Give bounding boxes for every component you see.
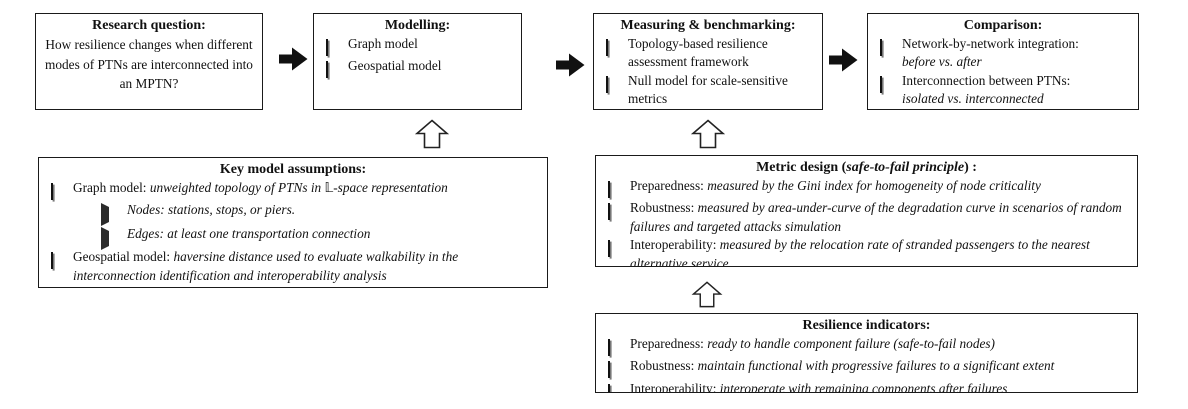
sub-list-item: Edges: at least one transportation conne… — [101, 225, 547, 250]
item-detail: ready to handle component failure (safe-… — [707, 336, 995, 351]
arrowhead-bullet-icon — [101, 285, 127, 287]
box-title: Metric design (safe-to-fail principle) : — [756, 160, 977, 175]
box-resilience-indicators: Resilience indicators: Preparedness: rea… — [595, 313, 1138, 393]
item-detail: measured by the relocation rate of stran… — [630, 237, 1090, 267]
item-text: Network-by-network integration:before vs… — [902, 35, 1138, 72]
item-text: Graph model: unweighted topology of PTNs… — [73, 180, 448, 195]
item-text: Geospatial model — [348, 58, 442, 74]
sub-item-text: Edges: at least one transportation conne… — [127, 225, 371, 241]
checklist-item: Graph model: unweighted topology of PTNs… — [39, 179, 547, 201]
checklist-item: Network-by-network integration:before vs… — [868, 35, 1138, 72]
checkbox-icon — [326, 35, 348, 57]
checklist-item: Robustness: maintain functional with pro… — [596, 357, 1137, 379]
item-text: Null model for scale-sensitive metrics — [628, 72, 788, 107]
item-detail: haversine distance used to evaluate walk… — [73, 249, 459, 283]
sub-item-text: Nodes: stations, stops, or piers. — [127, 202, 296, 218]
box-title: Resilience indicators: — [802, 318, 931, 333]
checklist-item: Graph model — [314, 35, 521, 57]
checkbox-icon — [326, 57, 348, 79]
item-text: Geospatial model: haversine distance use… — [73, 249, 459, 283]
box-title: Research question: — [92, 18, 206, 33]
checklist-item: Topology-based resilience assessment fra… — [594, 35, 822, 72]
sub-list-item: Geocoded nodes — [101, 285, 547, 287]
checkbox-icon — [608, 357, 630, 379]
checkbox-icon — [51, 179, 73, 201]
item-text: Preparedness: measured by the Gini index… — [630, 178, 1041, 193]
item-text: Interoperability: measured by the reloca… — [630, 236, 1137, 267]
up-arrow-icon — [690, 119, 726, 154]
box-title: Key model assumptions: — [219, 162, 367, 177]
checkbox-icon — [608, 177, 630, 199]
item-detail: measured by area-under-curve of the degr… — [630, 200, 1122, 234]
item-detail: before vs. after — [902, 54, 982, 70]
box-key-model-assumptions: Key model assumptions: Graph model: unwe… — [38, 157, 548, 288]
title-italic: safe-to-fail principle — [846, 160, 965, 175]
checkbox-icon — [51, 248, 73, 270]
right-arrow-icon — [279, 46, 309, 77]
checkbox-icon — [880, 35, 902, 57]
checkbox-icon — [608, 335, 630, 357]
checklist-item: Interoperability: measured by the reloca… — [596, 236, 1137, 267]
box-research-question: Research question: How resilience change… — [35, 13, 263, 110]
box-title: Comparison: — [963, 18, 1043, 33]
checklist-item: Geospatial model: haversine distance use… — [39, 248, 547, 285]
checkbox-icon — [608, 199, 630, 221]
checkbox-icon — [606, 72, 628, 94]
item-detail: interoperate with remaining components a… — [719, 380, 1008, 393]
checklist-item: Null model for scale-sensitive metrics — [594, 72, 822, 109]
item-text: Topology-based resilience assessment fra… — [628, 36, 768, 70]
research-question-body: How resilience changes when different mo… — [45, 37, 253, 91]
checkbox-icon — [606, 35, 628, 57]
arrowhead-bullet-icon — [101, 225, 127, 250]
checklist-item: Preparedness: measured by the Gini index… — [596, 177, 1137, 199]
checkbox-icon — [880, 72, 902, 94]
right-arrow-icon — [556, 52, 586, 83]
checklist-item: Preparedness: ready to handle component … — [596, 335, 1137, 357]
box-title: Modelling: — [384, 18, 451, 33]
right-arrow-icon — [829, 47, 859, 78]
checklist-item: Interconnection between PTNs:isolated vs… — [868, 72, 1138, 109]
checkbox-icon — [608, 380, 630, 392]
checklist-item: Robustness: measured by area-under-curve… — [596, 199, 1137, 236]
item-detail: maintain functional with progressive fai… — [697, 358, 1055, 374]
item-text: Interconnection between PTNs:isolated vs… — [902, 72, 1138, 109]
box-comparison: Comparison: Network-by-network integrati… — [867, 13, 1139, 110]
checklist-item: Geospatial model — [314, 57, 521, 79]
up-arrow-icon — [414, 119, 450, 154]
item-detail: isolated vs. interconnected — [902, 91, 1044, 107]
box-metric-design: Metric design (safe-to-fail principle) :… — [595, 155, 1138, 267]
item-text: Preparedness: ready to handle component … — [630, 336, 995, 351]
item-text: Graph model — [348, 36, 418, 51]
sub-item-text: Geocoded nodes — [127, 285, 547, 287]
item-text: Interoperability: interoperate with rema… — [630, 380, 1137, 393]
item-detail: measured by the Gini index for homogenei… — [707, 178, 1041, 193]
item-text: Robustness: maintain functional with pro… — [630, 358, 1055, 374]
item-text: Robustness: measured by area-under-curve… — [630, 200, 1122, 234]
up-arrow-icon — [691, 281, 723, 313]
box-measuring-benchmarking: Measuring & benchmarking: Topology-based… — [593, 13, 823, 110]
item-detail: unweighted topology of PTNs in 𝕃-space r… — [149, 180, 448, 195]
sub-list-item: Nodes: stations, stops, or piers. — [101, 201, 547, 227]
checklist-item: Interoperability: interoperate with rema… — [596, 380, 1137, 393]
arrowhead-bullet-icon — [101, 201, 127, 227]
checkbox-icon — [608, 236, 630, 258]
box-title: Measuring & benchmarking: — [620, 18, 796, 33]
box-modelling: Modelling: Graph model Geospatial model — [313, 13, 522, 110]
